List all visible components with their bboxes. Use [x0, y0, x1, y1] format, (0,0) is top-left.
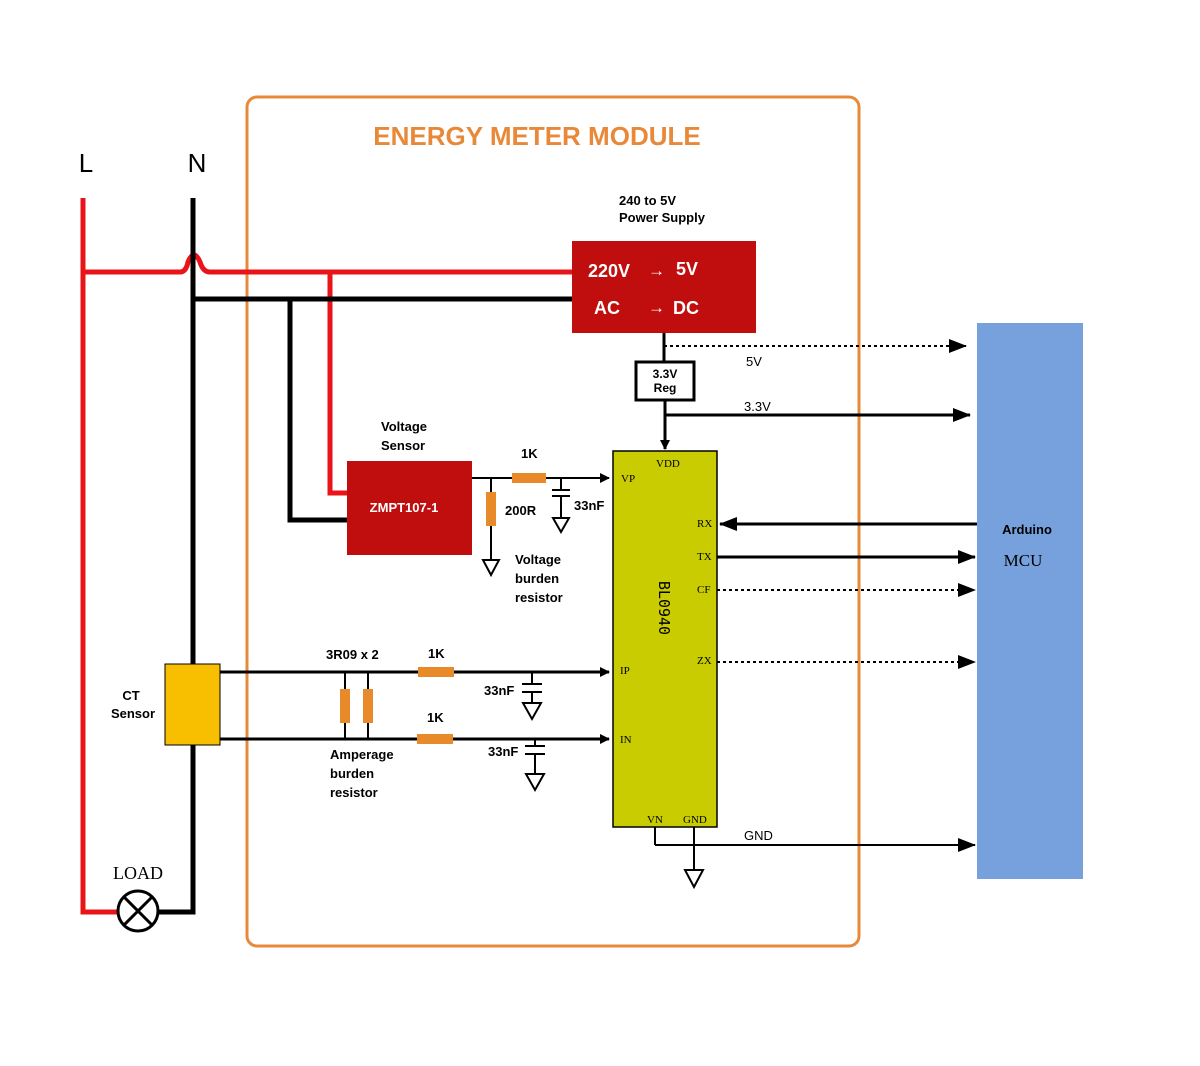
- line-label: L: [79, 148, 93, 178]
- ip-capacitor-label: 33nF: [484, 683, 514, 698]
- load-label: LOAD: [113, 863, 163, 883]
- ground-icon: [683, 869, 705, 890]
- gnd-label: GND: [744, 828, 773, 843]
- ct-sensor-block: [164, 663, 221, 746]
- ground-icon: [524, 773, 546, 793]
- ct-sensor-caption-2: Sensor: [111, 706, 155, 721]
- regulator-label-2: Reg: [654, 381, 677, 395]
- regulator-box: [634, 360, 696, 402]
- voltage-series-resistor: [512, 473, 546, 483]
- mcu-label-2: MCU: [1004, 551, 1043, 570]
- voltage-capacitor-icon: [552, 489, 570, 497]
- pin-cf: CF: [697, 584, 710, 596]
- voltage-burden-resistor-label: 200R: [505, 503, 537, 518]
- pin-rx: RX: [697, 518, 712, 530]
- chip-name: BL0940: [655, 581, 673, 635]
- neutral-label: N: [188, 148, 207, 178]
- neutral-wire: [158, 198, 572, 915]
- ct-burden-caption-2: burden: [330, 766, 374, 781]
- pin-vn: VN: [647, 814, 663, 826]
- ct-path-wires: [220, 667, 610, 744]
- ground-icon: [481, 559, 501, 578]
- power-supply-block: [572, 241, 756, 333]
- gnd-wires: [654, 827, 976, 870]
- voltage-sensor-block: [347, 461, 472, 555]
- pin-tx: TX: [697, 551, 712, 563]
- power-supply-out-voltage: 5V: [676, 259, 698, 279]
- ct-burden-wires: [344, 672, 536, 774]
- in-capacitor-icon: [525, 745, 545, 755]
- ct-burden-resistor-1: [340, 689, 350, 723]
- pin-gnd: GND: [683, 814, 707, 826]
- voltage-burden-caption-1: Voltage: [515, 552, 561, 567]
- pin-vdd: VDD: [656, 458, 680, 470]
- power-supply-out-type: DC: [673, 298, 699, 318]
- ct-burden-caption-3: resistor: [330, 785, 378, 800]
- module-border: [245, 95, 861, 948]
- three-v3-label: 3.3V: [744, 399, 771, 414]
- power-supply-in-type: AC: [594, 298, 620, 318]
- bl0940-chip: [612, 450, 718, 828]
- pin-zx: ZX: [697, 655, 712, 667]
- voltage-burden-resistor: [486, 492, 496, 526]
- voltage-sensor-caption-1: Voltage: [381, 419, 427, 434]
- power-supply-in-voltage: 220V: [588, 261, 630, 281]
- pin-ip: IP: [620, 665, 630, 677]
- five-v-label: 5V: [746, 354, 762, 369]
- regulator-label-1: 3.3V: [653, 367, 678, 381]
- ground-icon: [551, 517, 571, 535]
- power-supply-arrow-1: →: [648, 261, 665, 280]
- voltage-sensor-part: ZMPT107-1: [370, 500, 439, 515]
- voltage-burden-caption-3: resistor: [515, 590, 563, 605]
- voltage-sensor-caption-2: Sensor: [381, 438, 425, 453]
- ct-burden-value: 3R09 x 2: [326, 647, 379, 662]
- ct-burden-resistor-2: [363, 689, 373, 723]
- pin-in: IN: [620, 734, 632, 746]
- line-wire: [80, 198, 572, 915]
- voltage-capacitor-label: 33nF: [574, 498, 604, 513]
- voltage-path-wires: [472, 473, 610, 560]
- module-title: ENERGY METER MODULE: [373, 121, 700, 151]
- voltage-burden-caption-2: burden: [515, 571, 559, 586]
- pin-vp: VP: [621, 473, 635, 485]
- ground-icon: [521, 702, 543, 722]
- power-supply-caption-1: 240 to 5V: [619, 193, 676, 208]
- power-supply-arrow-2: →: [648, 298, 665, 317]
- ct-burden-caption-1: Amperage: [330, 747, 394, 762]
- ct-sensor-caption-1: CT: [122, 688, 139, 703]
- ip-capacitor-icon: [522, 683, 542, 693]
- in-series-resistor-label: 1K: [427, 710, 444, 725]
- power-supply-caption-2: Power Supply: [619, 210, 706, 225]
- in-series-resistor: [417, 734, 453, 744]
- in-capacitor-label: 33nF: [488, 744, 518, 759]
- voltage-series-resistor-label: 1K: [521, 446, 538, 461]
- mcu-block: [977, 323, 1083, 879]
- ip-series-resistor-label: 1K: [428, 646, 445, 661]
- ip-series-resistor: [418, 667, 454, 677]
- load-lamp-icon: [116, 889, 160, 933]
- mcu-label-1: Arduino: [1002, 522, 1052, 537]
